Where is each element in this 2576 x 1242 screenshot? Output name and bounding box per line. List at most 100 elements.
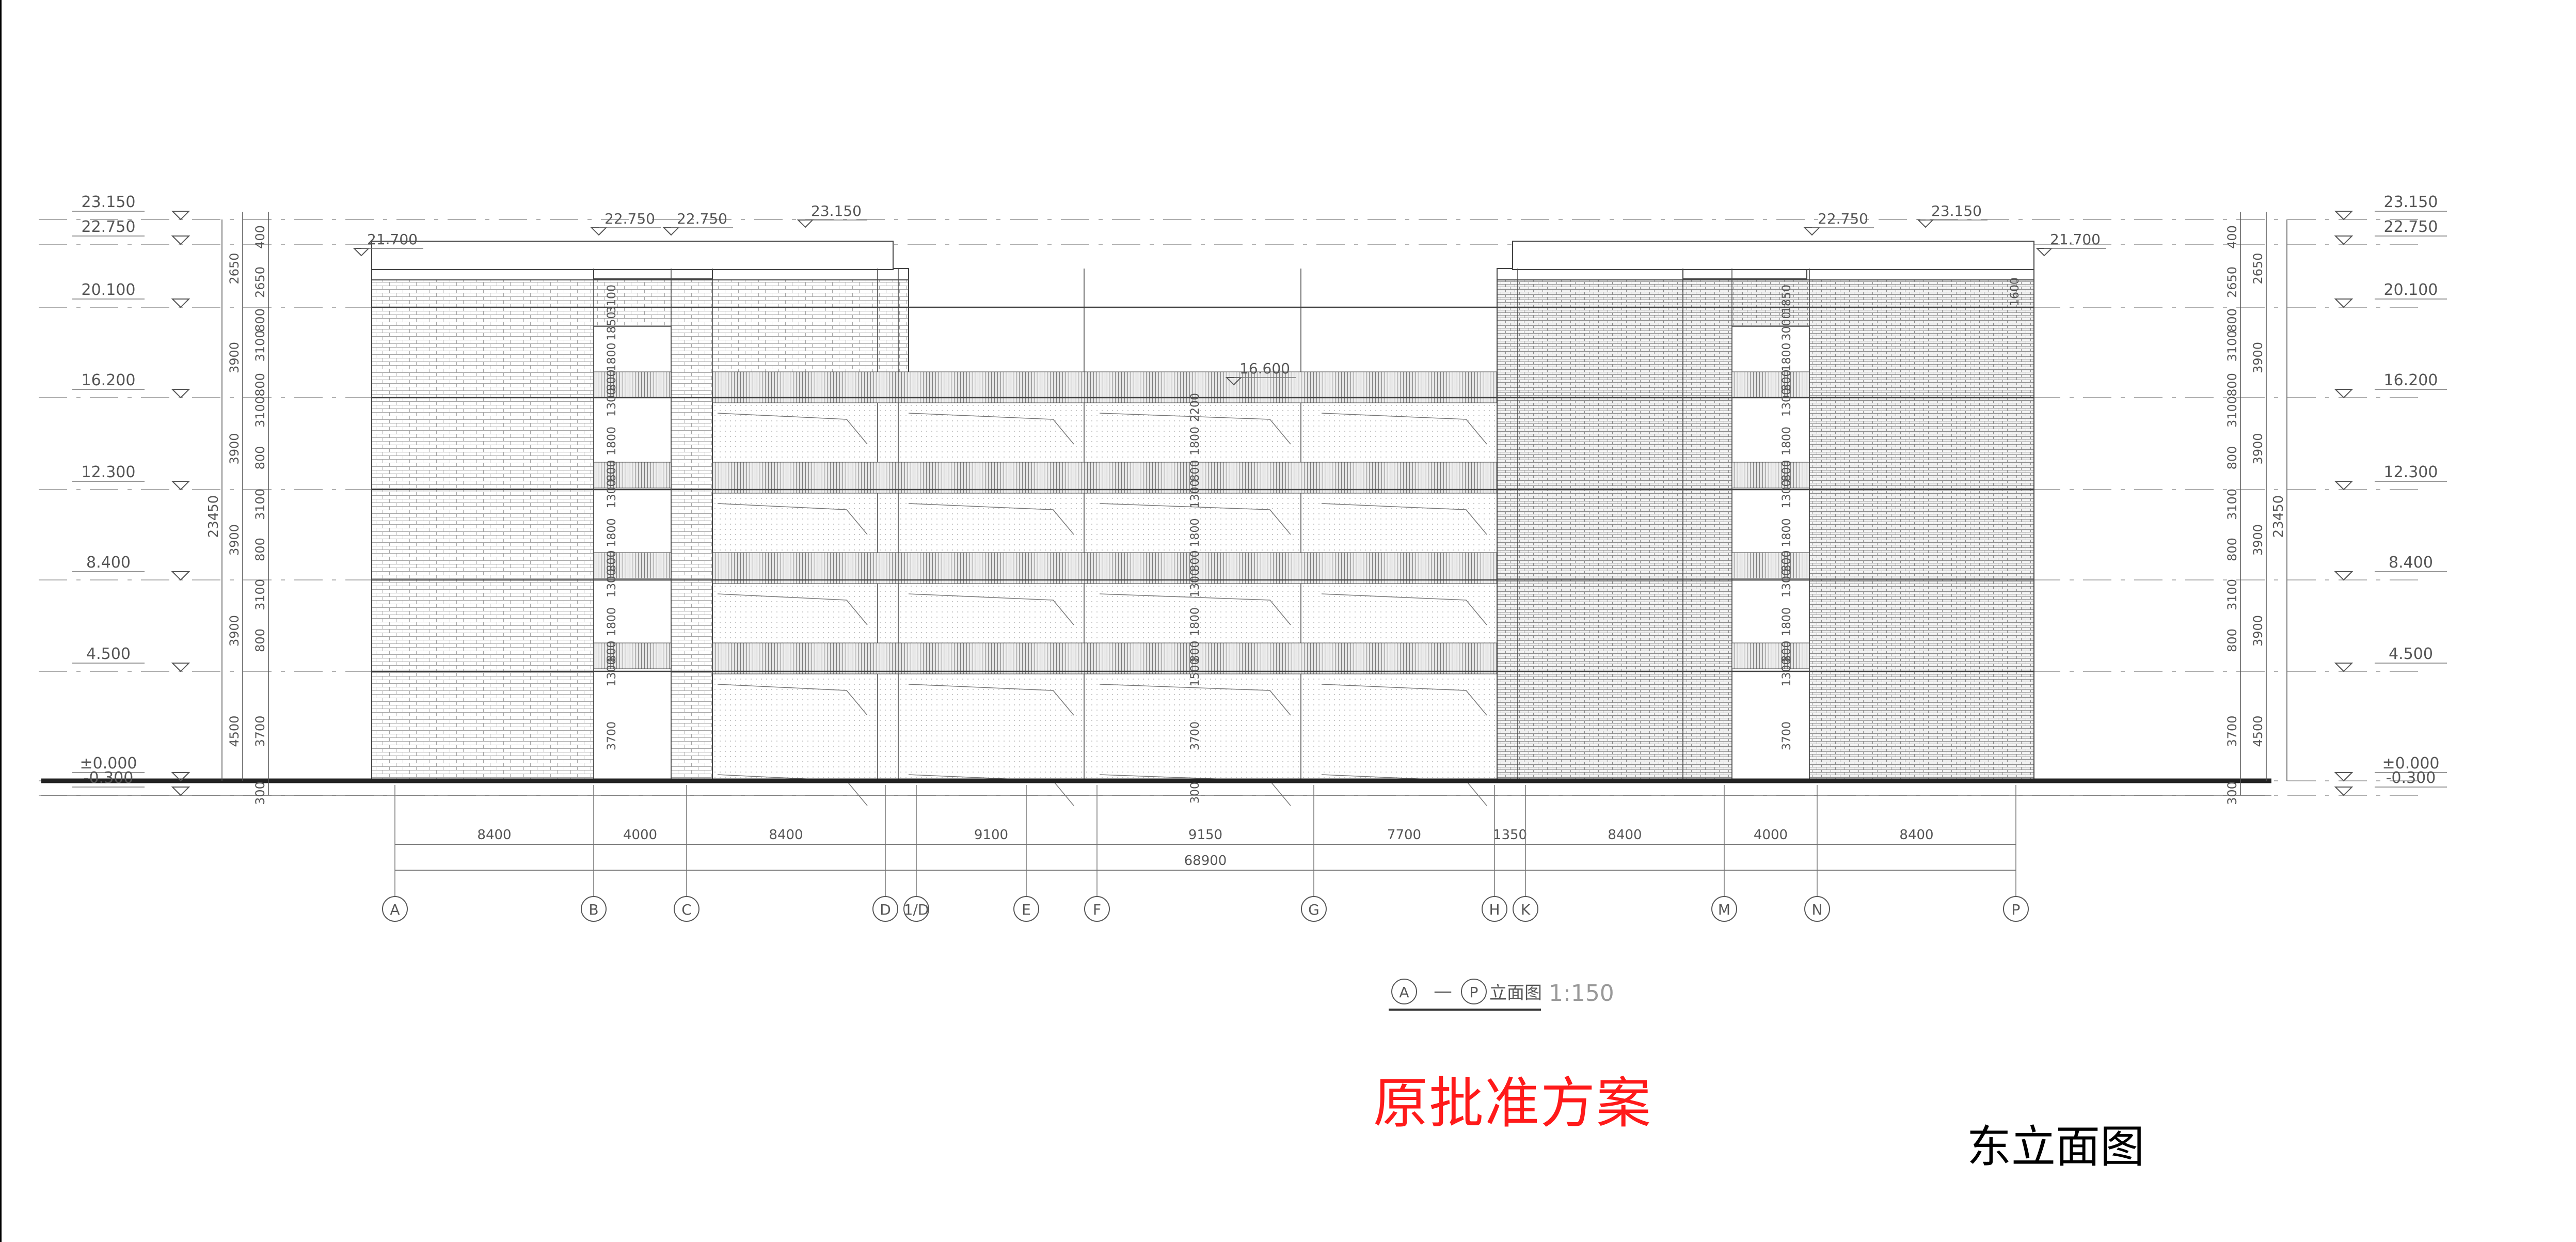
dim-stair-left: 1800 (606, 518, 618, 547)
axis-label: N (1812, 901, 1823, 918)
dim-stair-left: 800 (606, 370, 618, 391)
dim-stair-right: 800 (1780, 641, 1793, 663)
dim-inner-left: 3100 (253, 330, 267, 361)
level-value: 16.200 (2384, 371, 2438, 389)
level-triangle (2334, 571, 2354, 581)
level-value: 20.100 (82, 281, 136, 299)
stair-flight (908, 593, 1074, 625)
dim-inner-left: 3100 (253, 489, 267, 520)
dim-middle: 1300 (1189, 480, 1202, 509)
dim-inner-right: 300 (2225, 781, 2239, 805)
dim-inner-left: 3700 (253, 715, 267, 747)
dim-inner-right: 3100 (2225, 579, 2239, 610)
dim-total-left: 23450 (206, 495, 221, 538)
balcony-railing (712, 642, 1498, 674)
dim-stair-right: 1800 (1780, 343, 1793, 372)
dim-stair-left: 1300 (606, 388, 618, 417)
axis-dim-value: 4000 (1754, 827, 1788, 843)
balcony-railing (712, 552, 1498, 584)
dim-inner-left: 3100 (253, 579, 267, 610)
level-triangle (171, 571, 190, 581)
stair-flight (717, 593, 868, 625)
level-marks-right: 23.15022.75020.10016.20012.3008.4004.500… (2334, 193, 2447, 796)
roof-level-triangle (662, 227, 680, 236)
axis-label: M (1718, 901, 1730, 918)
level-triangle (2334, 663, 2354, 672)
dim-inner-left: 800 (253, 628, 267, 652)
dim-stair-right: 3700 (1780, 721, 1793, 750)
level-triangle (2334, 481, 2354, 491)
stair-railing-left (593, 462, 672, 489)
dim-stair-left: 1800 (606, 607, 618, 636)
dim-middle: 2200 (1189, 393, 1202, 422)
dim-outer-left: 3900 (227, 342, 242, 373)
east-elevation-caption: 东立面图 (1967, 1121, 2144, 1173)
axis-dim-value: 9150 (1188, 827, 1222, 843)
dim-stair-right: 800 (1780, 460, 1793, 482)
dim-outer-right: 2650 (2251, 253, 2265, 284)
dim-outer-right: 3900 (2251, 342, 2265, 373)
roof-level-value: 21.700 (367, 231, 418, 248)
level-value: ±0.000 (2382, 754, 2439, 773)
dim-inner-right: 3100 (2225, 489, 2239, 520)
stair-flight (1321, 593, 1487, 625)
roof-level-value: 22.750 (605, 210, 655, 227)
dim-inner-right: 3100 (2225, 396, 2239, 428)
stair-railing-left (593, 371, 672, 398)
dim-stair-left: 800 (606, 641, 618, 663)
stair-railing-left (593, 552, 672, 579)
dim-middle: 800 (1189, 641, 1202, 663)
dim-stair-left: 1300 (606, 658, 618, 687)
roof-level-triangle (797, 219, 814, 228)
approved-scheme-caption: 原批准方案 (1373, 1072, 1652, 1135)
stair-flight (1099, 593, 1291, 625)
level-triangle (171, 772, 190, 782)
level-triangle (2334, 389, 2354, 399)
level-triangle (2334, 235, 2354, 245)
level-value: 12.300 (2384, 463, 2438, 481)
stair-railing-right (1731, 552, 1810, 579)
roof-level-triangle (1803, 227, 1821, 236)
dim-inner-left: 800 (253, 538, 267, 561)
dim-outer-right: 3900 (2251, 524, 2265, 556)
dim-stair-left: 1800 (606, 427, 618, 455)
roof-level-triangle (1917, 219, 1934, 228)
axis-label: E (1022, 901, 1031, 918)
level-marks-left: 23.15022.75020.10016.20012.3008.4004.500… (72, 193, 190, 796)
level-value: 23.150 (2384, 193, 2438, 211)
stair-flight (1321, 684, 1487, 716)
axis-dim-value: 8400 (477, 827, 511, 843)
dim-inner-right: 800 (2225, 446, 2239, 470)
dim-stair-right: 1300 (1780, 569, 1793, 598)
dim-middle: 800 (1189, 551, 1202, 572)
level-triangle (2334, 211, 2354, 221)
axis-dim-value: 8400 (1608, 827, 1642, 843)
stair-flight (1099, 684, 1291, 716)
stair-flight (717, 413, 868, 445)
roof-level-triangle (2036, 248, 2053, 257)
roof-level-triangle (590, 227, 608, 236)
title-axis-bubble (1461, 979, 1487, 1004)
dim-outer-left: 3900 (227, 615, 242, 647)
right-stair-roof (1682, 269, 1807, 279)
axis-bubble (1084, 896, 1110, 922)
axis-dim-value: 9100 (974, 827, 1008, 843)
axis-dim-value: 1350 (1493, 827, 1527, 843)
axis-label: C (681, 901, 692, 918)
dim-middle: 3700 (1189, 721, 1202, 750)
level-value: -0.300 (2386, 769, 2436, 787)
axis-bubble (581, 896, 607, 922)
dim-inner-right: 2650 (2225, 266, 2239, 298)
right-block-roof (1512, 241, 2034, 270)
level-value: 4.500 (2389, 645, 2433, 663)
stair-flight (717, 684, 868, 716)
level-triangle (171, 211, 190, 221)
dim-inner-left: 800 (253, 446, 267, 470)
dim-outer-left: 4500 (227, 715, 242, 747)
axis-bubble (1804, 896, 1830, 922)
roof-level-value: 21.700 (2050, 231, 2101, 248)
